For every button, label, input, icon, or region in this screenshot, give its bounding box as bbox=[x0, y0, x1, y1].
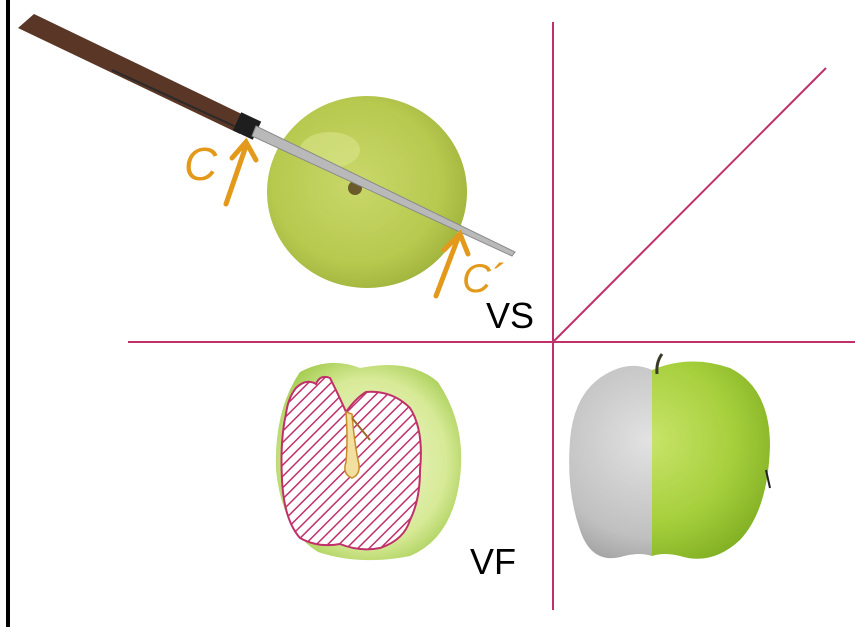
apple-top-view-icon bbox=[267, 96, 467, 288]
frame-border-left bbox=[6, 0, 10, 627]
label-cut-start: C bbox=[184, 138, 218, 190]
diagonal-projection-line bbox=[553, 68, 826, 342]
apple-half-gray-icon bbox=[569, 354, 770, 559]
cut-arrow-start bbox=[226, 142, 256, 204]
apple-section-icon bbox=[276, 363, 461, 560]
label-view-front: VF bbox=[470, 541, 516, 582]
label-view-side: VS bbox=[486, 295, 534, 336]
